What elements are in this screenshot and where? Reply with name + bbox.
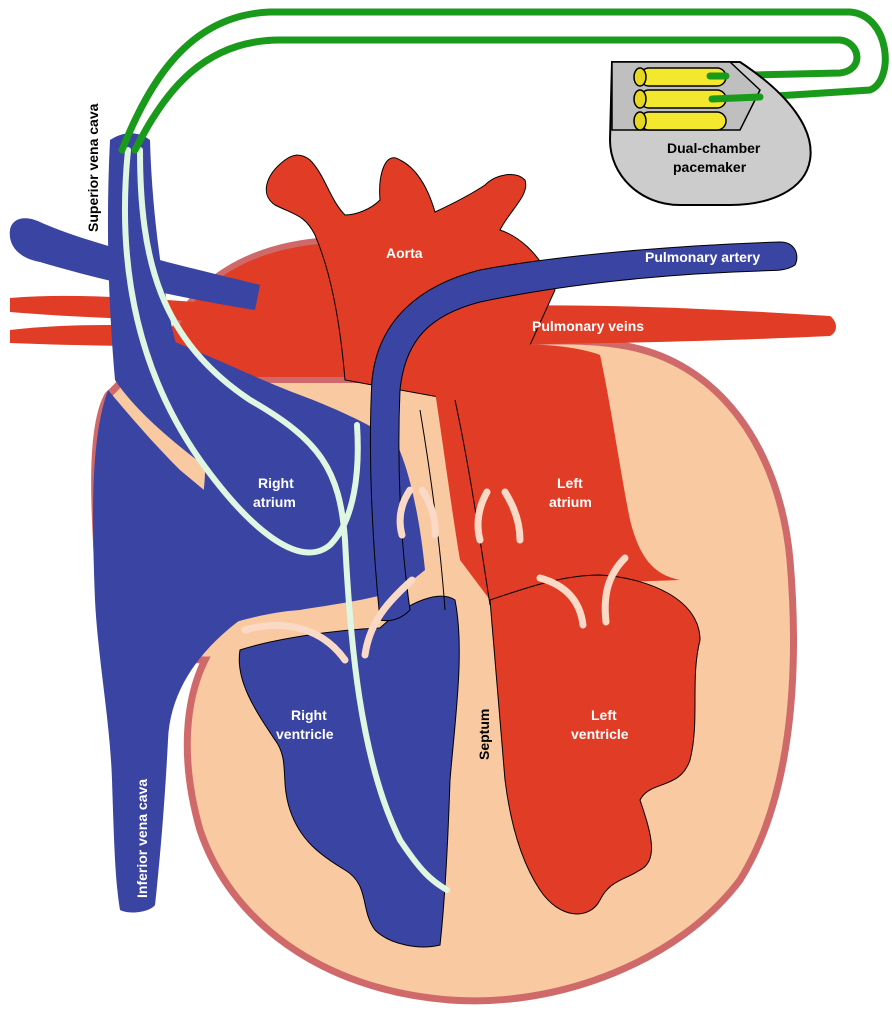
label-right-atrium-line1: Right [258,475,294,491]
label-superior-vena-cava: Superior vena cava [85,103,101,232]
label-pulmonary-veins: Pulmonary veins [532,318,644,334]
label-right-atrium-line2: atrium [253,494,296,510]
label-left-ventricle-line2: ventricle [571,726,629,742]
label-right-ventricle-line2: ventricle [276,726,334,742]
label-pulmonary-artery: Pulmonary artery [645,249,760,265]
pacemaker [610,62,811,205]
label-septum: Septum [476,709,492,760]
label-aorta: Aorta [386,245,423,261]
label-left-ventricle-line1: Left [591,707,617,723]
label-pacemaker-line1: Dual-chamber [667,140,761,156]
label-inferior-vena-cava: Inferior vena cava [134,779,150,898]
battery-3 [640,112,726,130]
label-right-ventricle-line1: Right [291,707,327,723]
label-left-atrium-line1: Left [557,475,583,491]
lead-connector-2 [712,97,760,99]
label-left-atrium-line2: atrium [549,494,592,510]
label-pacemaker-line2: pacemaker [673,159,747,175]
